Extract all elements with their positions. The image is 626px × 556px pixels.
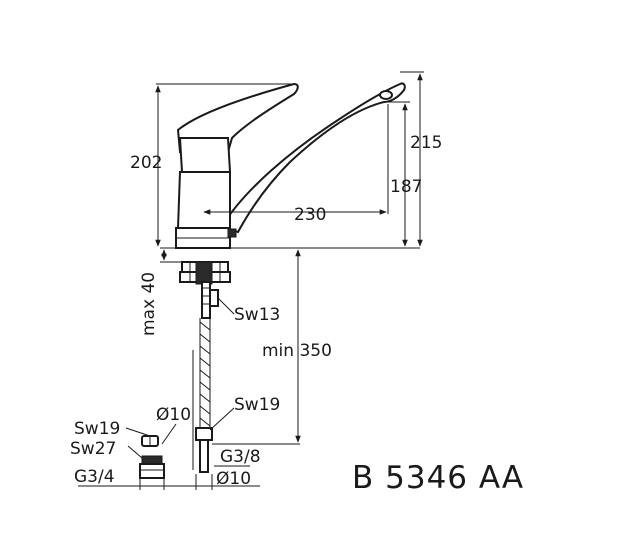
label-sw19-hose: Sw19 — [234, 395, 280, 415]
label-d10-adapter: Ø10 — [156, 405, 191, 425]
label-height-outlet: 187 — [390, 177, 422, 197]
dimension-labels: 202 215 187 230 max 40 min 350 Sw13 Sw19… — [70, 133, 442, 489]
label-height-spout: 215 — [410, 133, 442, 153]
mounting-assembly — [179, 261, 231, 473]
label-g34: G3/4 — [74, 467, 115, 487]
spout-outlet — [379, 90, 393, 100]
cartridge-cap — [178, 137, 232, 173]
base-knob — [227, 228, 237, 238]
dimension-lines — [78, 71, 424, 490]
label-d10-bottom: Ø10 — [216, 469, 251, 489]
label-height-total: 202 — [130, 153, 162, 173]
label-sw19-adapter: Sw19 — [74, 419, 120, 439]
body-column — [176, 171, 231, 229]
label-sw27: Sw27 — [70, 439, 116, 459]
label-max-deck: max 40 — [139, 272, 159, 336]
model-code: B 5346 AA — [352, 460, 524, 496]
label-min-hose: min 350 — [262, 341, 332, 361]
label-g38: G3/8 — [220, 447, 261, 467]
faucet-body — [175, 82, 406, 249]
adapter-fitting — [139, 435, 165, 479]
lever-handle — [176, 82, 299, 153]
label-reach: 230 — [294, 205, 326, 225]
label-sw13: Sw13 — [234, 305, 280, 325]
